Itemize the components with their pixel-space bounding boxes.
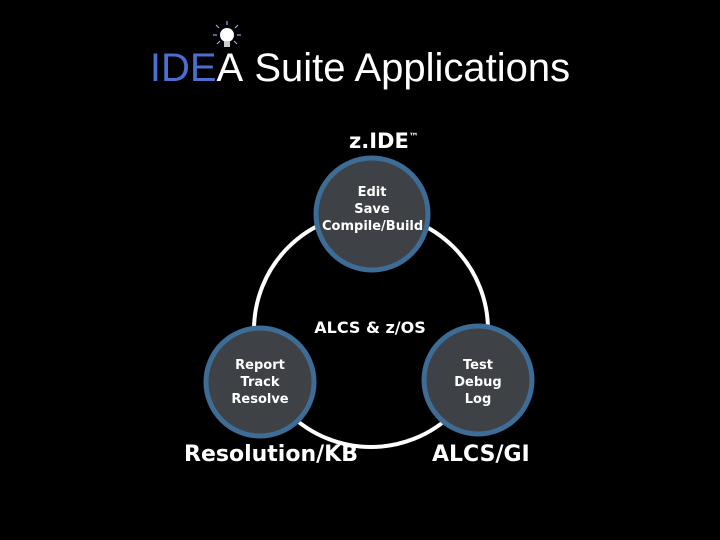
brand-a: A bbox=[216, 46, 244, 90]
alcsgi-product-label: ALCS/GI bbox=[432, 442, 530, 467]
brand-ide: IDE bbox=[149, 46, 217, 90]
center-label: ALCS & z/OS bbox=[314, 318, 426, 337]
alcsgi-tasks: Test Debug Log bbox=[428, 357, 528, 408]
alcsgi-task: Test bbox=[463, 358, 493, 373]
resolution-node bbox=[203, 325, 317, 439]
lightbulb-icon bbox=[213, 21, 241, 47]
alcsgi-task: Log bbox=[464, 392, 492, 407]
alcsgi-task: Debug bbox=[454, 375, 502, 390]
zide-task: Save bbox=[354, 202, 390, 217]
zide-product-name: z.IDE bbox=[349, 129, 409, 153]
zide-task: Compile/Build bbox=[322, 219, 424, 234]
slide-title: IDEA Suite Applications bbox=[0, 40, 720, 96]
resolution-task: Track bbox=[240, 375, 280, 390]
title-text: Suite Applications bbox=[254, 46, 571, 90]
zide-task: Edit bbox=[357, 185, 387, 200]
zide-tasks: Edit Save Compile/Build bbox=[322, 184, 424, 235]
resolution-task: Resolve bbox=[231, 392, 289, 407]
zide-product-label: z.IDE™ bbox=[349, 129, 419, 153]
alcsgi-node bbox=[421, 323, 535, 437]
resolution-product-label: Resolution/KB bbox=[184, 442, 358, 467]
resolution-task: Report bbox=[235, 358, 285, 373]
trademark-mark: ™ bbox=[408, 132, 419, 143]
resolution-tasks: Report Track Resolve bbox=[210, 357, 310, 408]
zide-node bbox=[313, 155, 431, 273]
